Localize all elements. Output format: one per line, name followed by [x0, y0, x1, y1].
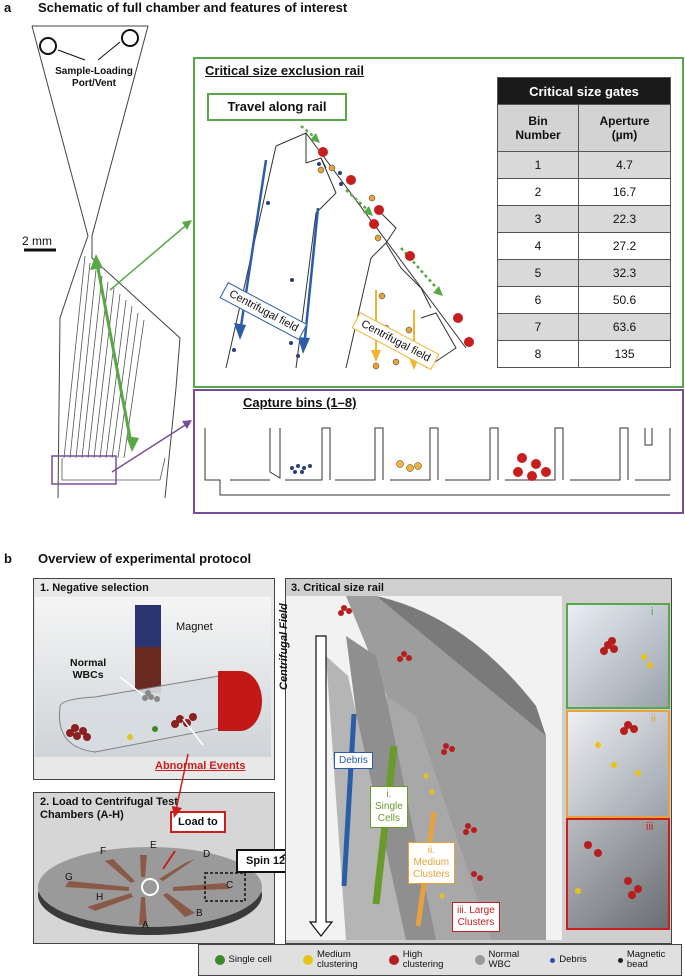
rotor-label-h: H	[96, 892, 104, 903]
step3-title: 3. Critical size rail	[291, 582, 384, 594]
rail-title: Critical size exclusion rail	[205, 63, 364, 78]
load-arrow	[172, 753, 189, 818]
legend-swatch-icon	[550, 957, 556, 963]
port-label: Sample-Loading Port/Vent	[55, 66, 133, 89]
rail-diagram	[225, 125, 474, 370]
rotor-label-a: A	[142, 920, 149, 931]
inset-i	[566, 603, 670, 709]
step1-illustration	[35, 597, 271, 757]
legend-swatch-icon	[214, 955, 225, 965]
travel-label: Travel along rail	[207, 93, 347, 121]
magnet-icon	[135, 605, 161, 647]
panel-b-title: Overview of experimental protocol	[38, 551, 252, 566]
legend-swatch-icon	[474, 955, 485, 965]
load-to-label: Load to	[170, 811, 226, 833]
table-cell: 7	[497, 313, 579, 341]
rotor-label-g: G	[65, 872, 73, 883]
connector-lines	[109, 220, 192, 473]
legend-swatch-icon	[388, 955, 399, 965]
rotor-label-f: F	[100, 846, 107, 857]
table-cell: 5	[497, 259, 579, 287]
table-title: Critical size gates	[497, 77, 671, 105]
port-circle-right	[121, 29, 139, 47]
table-cell: 135	[578, 340, 671, 368]
panel-a-letter: a	[4, 0, 12, 15]
port-circle-left	[39, 37, 57, 55]
legend-swatch-icon	[302, 955, 313, 965]
panel-b-letter: b	[4, 551, 12, 566]
table-cell: 8	[497, 340, 579, 368]
table-cell: 50.6	[578, 286, 671, 314]
rotor-label-c: C	[226, 880, 234, 891]
chamber-outline	[32, 25, 181, 498]
table-header-aperture: Aperture(µm)	[578, 104, 671, 152]
capture-bins-title: Capture bins (1–8)	[243, 395, 357, 410]
inset-iii-label: iii	[646, 821, 654, 833]
centrifugal-field-label: Centrifugal Field	[278, 603, 290, 690]
inset-ii	[566, 710, 670, 818]
panel-a-title: Schematic of full chamber and features o…	[38, 0, 348, 15]
inset-clusters	[575, 637, 653, 899]
legend-single-cell: Single cell	[214, 955, 272, 965]
capture-bins-diagram	[204, 427, 671, 496]
inset-i-label: i	[651, 606, 654, 618]
rotor-label-b: B	[196, 908, 203, 919]
table-cell: 2	[497, 178, 579, 206]
debris-label: Debris	[334, 752, 373, 769]
rotor-label-e: E	[150, 840, 157, 851]
field-arrow	[308, 635, 334, 937]
chamber-c-highlight	[204, 872, 246, 902]
table-cell: 32.3	[578, 259, 671, 287]
rail-box	[193, 57, 684, 388]
table-cell: 22.3	[578, 205, 671, 233]
rotor-label-d: D	[203, 849, 211, 860]
inset-iii	[566, 818, 670, 930]
rail-3d-illustration	[286, 596, 562, 940]
table-cell: 6	[497, 286, 579, 314]
table-cell: 3	[497, 205, 579, 233]
capture-bins-box	[193, 389, 684, 514]
abnormal-events-label: Abnormal Events	[155, 760, 246, 772]
chamber-schematic	[24, 25, 181, 498]
rotor-illustration	[38, 847, 262, 935]
table-cell: 1	[497, 151, 579, 179]
magnet-label: Magnet	[176, 621, 213, 633]
table-cell: 4	[497, 232, 579, 260]
scale-label: 2 mm	[22, 234, 52, 248]
table-cell: 16.7	[578, 178, 671, 206]
legend-swatch-icon	[617, 957, 623, 963]
table-cell: 63.6	[578, 313, 671, 341]
table-cell: 27.2	[578, 232, 671, 260]
inset-ii-label: ii	[651, 713, 656, 725]
table-cell: 4.7	[578, 151, 671, 179]
legend-debris: Debris	[550, 955, 587, 965]
step1-title: 1. Negative selection	[40, 582, 149, 594]
